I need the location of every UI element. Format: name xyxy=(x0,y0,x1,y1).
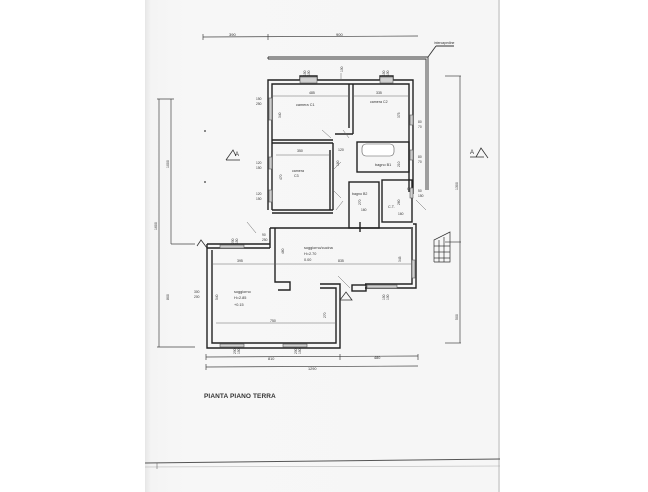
svg-text:0.00: 0.00 xyxy=(304,258,311,262)
svg-text:250: 250 xyxy=(262,238,268,242)
room-camera-c2: camera C2 xyxy=(370,100,388,104)
svg-text:260: 260 xyxy=(397,199,401,205)
dim-c2-width: 335 xyxy=(376,91,382,95)
svg-text:50: 50 xyxy=(418,189,422,193)
dim-c1-width: 485 xyxy=(309,91,315,95)
svg-text:150: 150 xyxy=(256,197,262,201)
room-soggiorno: soggiorno xyxy=(234,290,251,294)
svg-text:200: 200 xyxy=(194,295,200,299)
dim-800: 800 xyxy=(166,294,170,300)
svg-text:180: 180 xyxy=(336,160,340,166)
svg-text:+0.15: +0.15 xyxy=(234,303,244,307)
svg-text:160: 160 xyxy=(398,212,404,216)
dim-835: 835 xyxy=(338,259,344,263)
dim-c1-height: 340 xyxy=(278,112,282,118)
svg-text:150: 150 xyxy=(256,166,262,170)
annotation-intercapedine: intercapedine xyxy=(434,41,454,45)
svg-text:200: 200 xyxy=(233,348,237,354)
svg-text:90: 90 xyxy=(262,233,266,237)
svg-text:250: 250 xyxy=(256,102,262,106)
svg-text:camera: camera xyxy=(292,169,304,173)
staircase xyxy=(433,231,451,263)
svg-text:120: 120 xyxy=(256,161,262,165)
section-mark-right: A xyxy=(470,150,474,156)
dim-top-390: 390 xyxy=(229,32,236,37)
section-mark-left: A xyxy=(235,152,239,158)
sheet-edge xyxy=(498,0,500,492)
svg-text:70: 70 xyxy=(418,125,422,129)
dim-c2-height: 375 xyxy=(397,112,401,118)
svg-text:120: 120 xyxy=(256,192,262,196)
svg-text:150: 150 xyxy=(237,348,241,354)
svg-text:150: 150 xyxy=(382,70,386,76)
svg-text:150: 150 xyxy=(235,238,239,244)
svg-text:150: 150 xyxy=(298,348,302,354)
dim-1600: 1600 xyxy=(154,222,158,230)
svg-text:345: 345 xyxy=(398,256,402,262)
svg-text:100: 100 xyxy=(386,294,390,300)
dim-750: 750 xyxy=(270,319,276,323)
svg-text:210: 210 xyxy=(397,161,401,167)
svg-text:H=2.70: H=2.70 xyxy=(304,252,316,256)
room-bagno-b2: bagno B2 xyxy=(352,192,367,196)
dim-c3-height: 470 xyxy=(279,174,283,180)
dim-1300: 1300 xyxy=(455,182,459,190)
room-ct: C.T. xyxy=(388,205,395,209)
svg-text:H=2.85: H=2.85 xyxy=(234,296,246,300)
svg-text:100: 100 xyxy=(340,66,344,72)
dim-480: 480 xyxy=(374,356,380,360)
dim-810: 810 xyxy=(268,357,274,361)
svg-text:200: 200 xyxy=(231,238,235,244)
svg-text:C3: C3 xyxy=(294,174,299,178)
svg-text:150: 150 xyxy=(418,194,424,198)
svg-text:80: 80 xyxy=(418,120,422,124)
svg-text:270: 270 xyxy=(323,312,327,318)
svg-text:150: 150 xyxy=(256,97,262,101)
room-c: C xyxy=(407,186,410,191)
svg-text:80: 80 xyxy=(418,155,422,159)
dim-395: 395 xyxy=(237,259,243,263)
dim-1290: 1290 xyxy=(308,367,316,371)
dim-hall-width: 120 xyxy=(338,148,344,152)
svg-text:150: 150 xyxy=(382,294,386,300)
svg-text:300: 300 xyxy=(194,290,200,294)
dim-500: 500 xyxy=(455,314,459,320)
svg-text:150: 150 xyxy=(303,70,307,76)
dim-c3-width: 350 xyxy=(297,149,303,153)
svg-text:160: 160 xyxy=(361,208,367,212)
svg-text:540: 540 xyxy=(215,294,219,300)
dim-top-900: 900 xyxy=(336,32,343,37)
svg-text:200: 200 xyxy=(294,348,298,354)
room-bagno-b1: bagno B1 xyxy=(375,163,391,167)
dim-1000: 1000 xyxy=(166,160,170,168)
svg-text:270: 270 xyxy=(358,199,362,205)
svg-text:100: 100 xyxy=(386,70,390,76)
room-camera-c1: camera C1 xyxy=(296,103,315,107)
svg-text:100: 100 xyxy=(307,70,311,76)
svg-text:70: 70 xyxy=(418,160,422,164)
drawing-title: PIANTA PIANO TERRA xyxy=(204,393,276,400)
svg-text:460: 460 xyxy=(281,248,285,254)
room-soggiorno-cucina: soggiorno/cucina xyxy=(304,246,334,250)
